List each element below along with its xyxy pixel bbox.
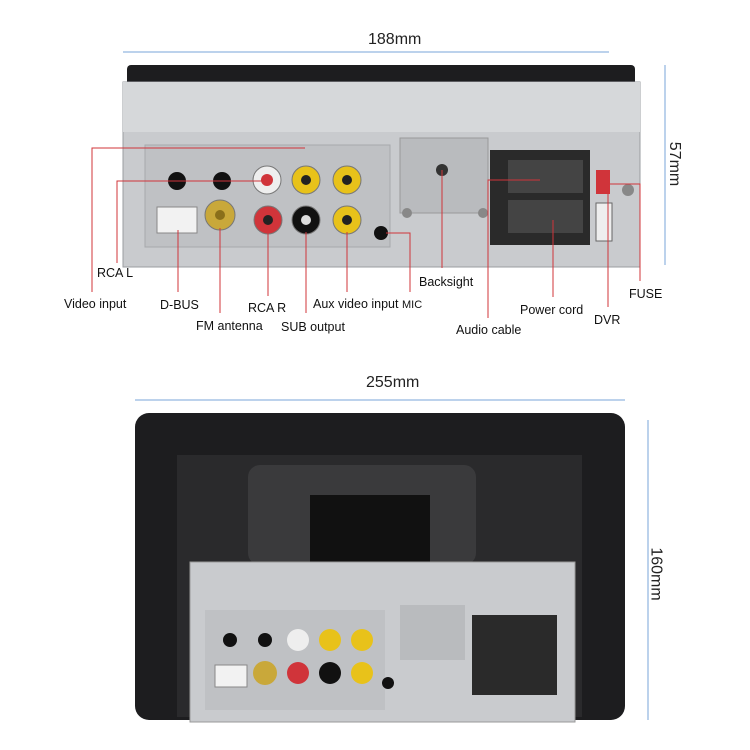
callout-audio-cable: Audio cable — [456, 323, 522, 337]
callout-fm-antenna: FM antenna — [196, 319, 263, 333]
mic-jack — [374, 226, 388, 240]
rca-l-jack — [261, 174, 273, 186]
callout-fuse: FUSE — [629, 287, 663, 301]
bottom-width-label: 255mm — [366, 374, 420, 391]
top-device-rear-panel — [122, 65, 641, 268]
callout-rca-r: RCA R — [248, 301, 287, 315]
callout-mic: MIC — [402, 299, 423, 311]
bottom-device — [135, 413, 625, 723]
video-input-jack — [301, 175, 311, 185]
d-bus-connector — [156, 206, 198, 234]
top-height-label: 57mm — [666, 141, 684, 187]
callout-backsight: Backsight — [419, 275, 474, 289]
callout-sub-output: SUB output — [281, 320, 345, 334]
callout-video-input: Video input — [64, 297, 127, 311]
dvr-usb-port — [595, 202, 613, 242]
top-width-label: 188mm — [368, 31, 422, 48]
bottom-height-label: 160mm — [647, 547, 665, 601]
callout-dvr: DVR — [594, 313, 621, 327]
dimension-lines — [123, 51, 666, 720]
callout-aux-video-input: Aux video input — [313, 297, 399, 311]
callout-power-cord: Power cord — [520, 303, 584, 317]
callout-lines — [91, 147, 641, 318]
fuse — [596, 170, 610, 194]
callout-d-bus: D-BUS — [160, 298, 199, 312]
callout-rca-l: RCA L — [97, 266, 134, 280]
